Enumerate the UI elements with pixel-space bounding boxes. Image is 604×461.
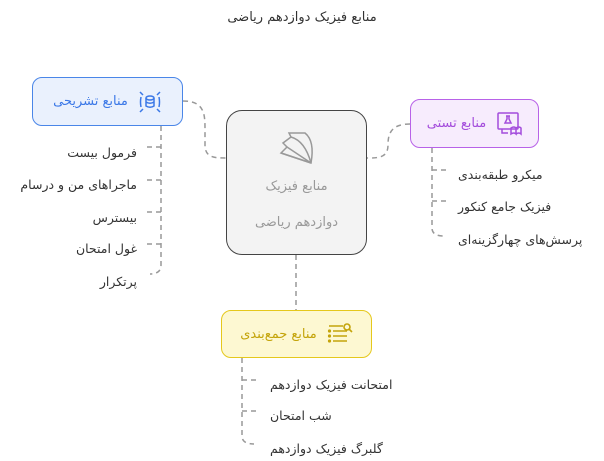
monitor-flask-book-icon	[497, 111, 522, 136]
central-title-line2: دوازدهم ریاضی	[254, 214, 339, 230]
list-item: ماجراهای من و درسام	[20, 177, 137, 192]
list-item: بیسترس	[92, 210, 137, 225]
node-label: منابع جمع‌بندی	[240, 326, 317, 342]
list-search-icon	[327, 323, 353, 343]
connector-left	[182, 100, 227, 159]
bottom-tree	[241, 358, 258, 445]
list-item: میکرو طبقه‌بندی	[458, 167, 543, 182]
list-item: غول امتحان	[75, 241, 137, 256]
connector-right	[366, 123, 411, 159]
right-tree	[431, 148, 446, 237]
list-item: فیزیک جامع کنکور	[458, 199, 552, 214]
diagram-title: منابع فیزیک دوازدهم ریاضی	[227, 10, 377, 25]
central-node[interactable]: منابع فیزیک دوازدهم ریاضی	[226, 110, 367, 255]
list-item: گلبرگ فیزیک دوازدهم	[270, 441, 383, 456]
list-item: شب امتحان	[270, 408, 332, 423]
node-summary-resources[interactable]: منابع جمع‌بندی	[221, 310, 372, 358]
list-item: امتحانت فیزیک دوازدهم	[270, 377, 393, 392]
node-label: منابع تستی	[426, 116, 487, 131]
list-item: پرتکرار	[99, 274, 137, 289]
list-item: پرسش‌های چهارگزینه‌ای	[458, 232, 583, 247]
list-item: فرمول بیست	[67, 145, 137, 160]
node-descriptive-resources[interactable]: منابع تشریحی	[32, 77, 183, 126]
node-test-resources[interactable]: منابع تستی	[410, 99, 539, 148]
node-label: منابع تشریحی	[53, 94, 128, 109]
book-pages-icon	[279, 131, 313, 164]
central-title-line1: منابع فیزیک	[265, 178, 328, 194]
database-expand-icon	[139, 90, 161, 113]
left-tree	[147, 126, 162, 275]
